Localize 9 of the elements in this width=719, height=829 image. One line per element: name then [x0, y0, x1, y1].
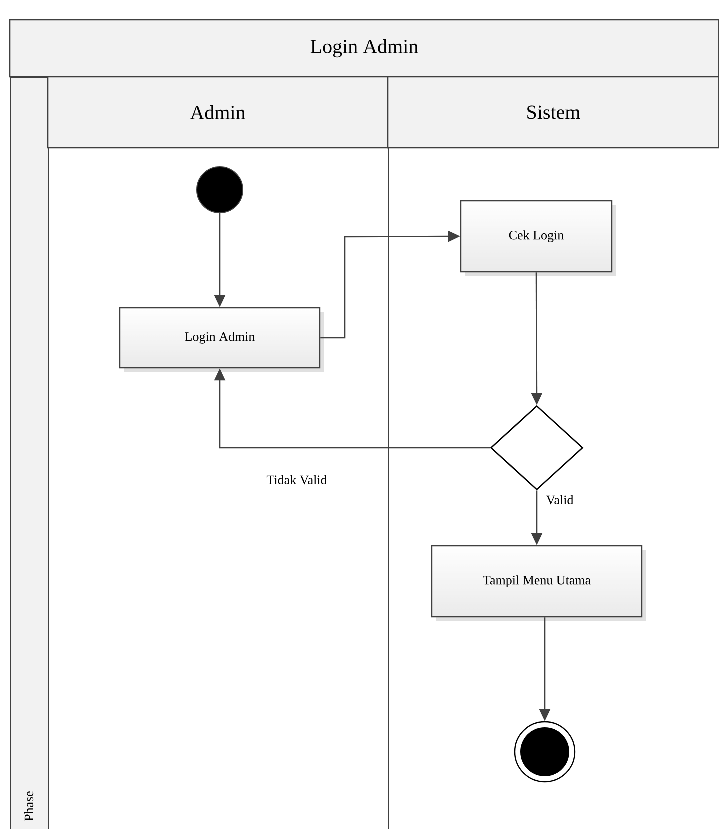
end-node — [514, 721, 576, 783]
phase-band: Phase — [10, 77, 50, 829]
pool-header: Login Admin — [9, 19, 719, 78]
activity-box: Tampil Menu Utama — [431, 545, 646, 621]
edge-label: Valid — [545, 494, 575, 506]
activity-box: Login Admin — [119, 307, 324, 372]
edge-label: Tidak Valid — [266, 474, 328, 486]
activity-box: Cek Login — [460, 200, 616, 276]
start-node — [196, 166, 244, 214]
